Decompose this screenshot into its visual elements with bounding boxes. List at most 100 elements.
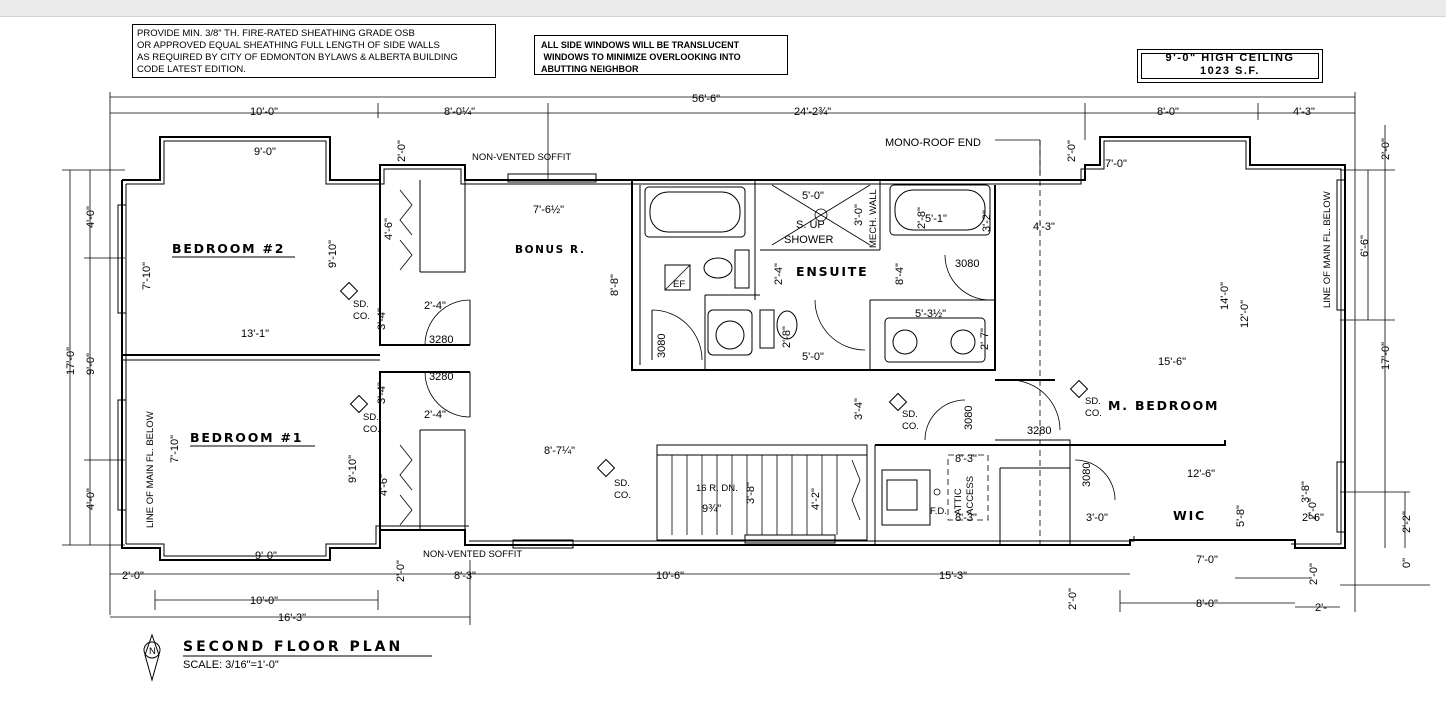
dim-label: 8'-0" [1196, 598, 1218, 610]
windows-note-line: ALL SIDE WINDOWS WILL BE TRANSLUCENT [541, 40, 740, 50]
shower-label: S. UP [796, 219, 825, 231]
sheathing-note: PROVIDE MIN. 3/8" TH. FIRE-RATED SHEATHI… [132, 24, 496, 78]
dim-label: 4'-3" [1033, 221, 1055, 233]
dim-label: 13'-1" [241, 328, 269, 340]
dim-label: 4'-3" [1293, 106, 1315, 118]
stairs-label: 16 R. DN. [696, 483, 738, 494]
dimension-lines [62, 92, 1430, 625]
dim-label: 12'-0" [1239, 300, 1251, 328]
dim-label: 3'-0" [1086, 512, 1108, 524]
dim-label: 5'-8" [1235, 505, 1247, 527]
dim-label: 15'-3" [939, 570, 967, 582]
dim-label: 3'-8" [745, 482, 757, 504]
dim-label: 56'-6" [692, 93, 720, 105]
dim-label: 4'-6" [378, 474, 390, 496]
dim-label: 5'-0" [802, 351, 824, 363]
mech-wall-label: MECH. WALL [868, 189, 879, 248]
dim-label: 5'-0" [802, 190, 824, 202]
mono-roof-label: MONO-ROOF END [885, 137, 981, 149]
dim-label: 2'-0" [1066, 140, 1078, 162]
detector-label: SD. [353, 299, 369, 310]
north-arrow-label: N [149, 646, 156, 657]
dim-label: 2'-0" [1380, 138, 1392, 160]
dim-label: 8'-3" [454, 570, 476, 582]
dimension-text: 56'-6" 10'-0" 8'-0¼" 24'-2¾" 8'-0" 4'-3"… [65, 93, 1413, 624]
dim-label: 2'-7" [979, 328, 991, 350]
sheathing-note-line: PROVIDE MIN. 3/8" TH. FIRE-RATED SHEATHI… [137, 28, 415, 39]
soffit-label-top: NON-VENTED SOFFIT [472, 152, 571, 163]
dim-label: 17'-0" [65, 347, 77, 375]
detector-label: SD. [614, 478, 630, 489]
detector-label: SD. [1085, 396, 1101, 407]
dim-label: 9'-0" [255, 550, 277, 562]
dim-label: 3'-0" [853, 204, 865, 226]
dim-label: 4'-0" [85, 488, 97, 510]
dim-label: 9'-10" [327, 240, 339, 268]
viewer-top-bar [0, 0, 1446, 17]
dim-label: 2'-0" [1308, 563, 1320, 585]
dim-label: 9'-10" [347, 455, 359, 483]
smoke-detectors [339, 281, 1089, 478]
detector-label: CO. [614, 490, 631, 501]
soffit-label-bottom: NON-VENTED SOFFIT [423, 549, 522, 560]
dim-label: 8'-0¼" [444, 106, 475, 118]
door-tag: 3080 [963, 406, 975, 430]
drawing-title: SECOND FLOOR PLAN [183, 639, 403, 655]
dim-label: 0" [1401, 558, 1413, 568]
door-tag: 3080 [1081, 463, 1093, 487]
floor-drain-label: F.D. [930, 506, 947, 517]
dim-label: 15'-6" [1158, 356, 1186, 368]
detector-label: CO. [363, 424, 380, 435]
exhaust-fan-label: EF [673, 279, 685, 290]
dim-label: 9'-0" [85, 353, 97, 375]
windows [117, 173, 1346, 549]
ceiling-height: 9'-0" HIGH CEILING [1165, 52, 1295, 64]
dim-label: 3'-8" [1300, 481, 1312, 503]
dim-label: 17'-0" [1380, 342, 1392, 370]
dim-label: 7'-0" [1196, 554, 1218, 566]
title-block: N SECOND FLOOR PLAN SCALE: 3/16"=1'-0" [143, 633, 432, 682]
interior-walls [122, 180, 1226, 545]
dim-label: 12'-6" [1187, 468, 1215, 480]
door-tag: 3080 [955, 258, 979, 270]
room-label-master-bedroom: M. BEDROOM [1108, 398, 1219, 413]
dim-label: 2'-0" [395, 560, 407, 582]
dim-label: 4'-2" [810, 488, 822, 510]
dim-label: 8'-8" [609, 274, 621, 296]
sheathing-note-line: AS REQUIRED BY CITY OF EDMONTON BYLAWS &… [137, 52, 458, 63]
door-swings [399, 189, 1116, 526]
dim-label: 2'-0" [396, 140, 408, 162]
door-tag: 3080 [656, 334, 668, 358]
dim-label: 7'-10" [169, 435, 181, 463]
main-floor-line-label-left: LINE OF MAIN FL. BELOW [145, 411, 156, 528]
room-label-wic: WIC [1173, 508, 1206, 523]
dim-label: 7'-10" [141, 262, 153, 290]
ceiling-stamp: 9'-0" HIGH CEILING 1023 S.F. [1137, 49, 1323, 83]
door-tag: 3280 [429, 334, 453, 346]
detector-label: CO. [1085, 408, 1102, 419]
dim-label: 9¾" [702, 503, 721, 515]
dim-label: 3'-4" [376, 382, 388, 404]
dim-label: 8'-3" [955, 512, 977, 524]
dim-label: 7'-6½" [533, 204, 564, 216]
floor-area: 1023 S.F. [1200, 65, 1260, 77]
dim-label: 5'-3½" [915, 308, 946, 320]
dim-label: 4'-0" [85, 206, 97, 228]
dim-label: 2'-0" [1307, 498, 1319, 520]
dim-label: 2'-0" [122, 570, 144, 582]
dim-label: 7'-0" [1105, 158, 1127, 170]
dim-label: 8'-7¼" [544, 445, 575, 457]
dim-label: 9'-0" [254, 146, 276, 158]
detector-label: CO. [902, 421, 919, 432]
detector-label: CO. [353, 311, 370, 322]
dim-label: 2'- [1315, 602, 1327, 614]
dim-label: 2'-4" [773, 263, 785, 285]
dim-label: 2'-2" [1401, 511, 1413, 533]
main-floor-line-label-right: LINE OF MAIN FL. BELOW [1322, 191, 1333, 308]
room-label-ensuite: ENSUITE [796, 264, 868, 279]
dim-label: 2'-8" [781, 326, 793, 348]
attic-access-label: ACCESS [965, 476, 976, 515]
dim-label: 10'-0" [250, 106, 278, 118]
dim-label: 10'-0" [250, 595, 278, 607]
